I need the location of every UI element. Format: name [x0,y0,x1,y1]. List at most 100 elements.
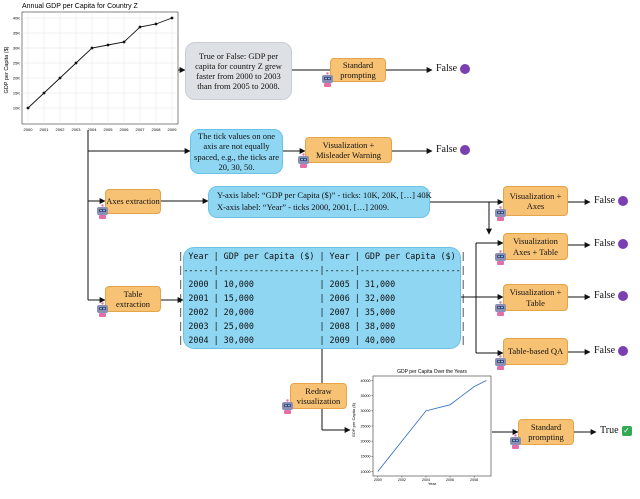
vis-axes-table-label: Visualization Axes + Table [512,236,559,257]
chart1-point [170,16,174,20]
table-extraction-box: Table extraction [105,286,161,312]
vis-axes-label: Visualization + Axes [509,190,562,211]
question-box: True or False: GDP per capita for countr… [185,42,292,100]
chart1-points [26,16,174,110]
chart2-y-tick-label: 20000 [361,439,371,443]
result-table-qa: False [594,345,629,356]
chart2-y-tick-label: 35000 [361,394,371,398]
chart2-title: GDP per Capita Over the Years [397,369,467,375]
chart1-point [74,61,78,65]
chart1-x-tick-label: 2005 [104,127,114,132]
chart2-y-ticks: 10000 15000 20000 25000 30000 35000 40000 [361,379,373,474]
chart1-y-tick-label: 40K [13,16,20,21]
robot-icon [298,153,309,168]
robot-icon [495,250,506,265]
chart1-series-line [27,17,173,109]
result-vis-table: False [594,290,629,301]
chart1-x-tick-label: 2004 [88,127,98,132]
chart1-x-tick-label: 2003 [72,127,82,132]
chart1-y-tick-label: 15K [13,91,20,96]
robot-icon [282,399,293,414]
chart2-plot-area [372,375,492,477]
chart1-y-tick-label: 20K [13,76,20,81]
question-text: True or False: GDP per capita for countr… [195,50,282,92]
chart2-series-line [377,380,487,472]
purple-devil-emoji-icon [460,144,471,155]
misleader-warning-box: The tick values on one axis are not equa… [190,129,283,174]
chart1-x-tick-label: 2007 [136,127,146,132]
vis-table-box: Visualization + Table [503,284,568,311]
chart1-x-tick-label: 2000 [24,127,34,132]
chart1-point [26,106,30,110]
standard-prompting2-box: Standard prompting [518,419,574,445]
chart1-point [138,25,142,29]
connectors [87,67,597,435]
vis-axes-box: Visualization + Axes [503,186,568,216]
purple-devil-emoji-icon [618,345,629,356]
axes-extraction-label: Axes extraction [106,196,160,207]
vis-misleader-label: Visualization + Misleader Warning [315,139,382,160]
chart1-y-tick-label: 25K [13,61,20,66]
chart2-x-tick-label: 2008 [470,478,478,482]
chart1-title: Annual GDP per Capita for Country Z [22,3,139,10]
chart1-point [106,43,110,47]
result-vis-axes-table: False [594,238,629,249]
vis-table-label: Visualization + Table [509,287,562,308]
chart2-y-tick-label: 10000 [361,470,371,474]
chart1-x-ticks: 2000 2001 2002 2003 2004 2005 2006 2007 2008 2009 [24,127,178,132]
chart1-plot-area [21,11,179,125]
extracted-table: | Year | GDP per Capita ($) | Year | GDP… [178,251,466,345]
redraw-box: Redraw visualization [290,383,347,409]
result-vis-axes: False [594,195,629,206]
result-standard: False [436,63,471,74]
chart2-y-tick-label: 25000 [361,424,371,428]
chart1-point [122,40,126,44]
chart1-point [42,91,46,95]
chart1-x-tick-label: 2009 [168,127,178,132]
chart2-x-tick-label: 2000 [374,478,382,482]
chart1-y-tick-label: 30K [13,46,20,51]
robot-icon [510,434,521,449]
axes-text-line2: X-axis label: “Year” - ticks 2000, 2001,… [217,202,390,213]
vis-axes-table-box: Visualization Axes + Table [503,233,568,260]
robot-icon [322,72,333,87]
chart1-point [154,22,158,26]
table-qa-box: Table-based QA [503,338,568,365]
chart2-x-tick-label: 2006 [446,478,454,482]
chart2-x-ticks: 2000 2002 2004 2006 2008 [374,476,478,482]
chart1-x-tick-label: 2002 [56,127,66,132]
table-box: | Year | GDP per Capita ($) | Year | GDP… [178,247,466,349]
purple-devil-emoji-icon [618,238,629,249]
redraw-label: Redraw visualization [296,385,341,406]
chart1: Annual GDP per Capita for Country Z GDP … [4,3,179,132]
chart1-y-tick-label: 10K [13,106,20,111]
table-extraction-label: Table extraction [116,288,150,309]
standard-prompting-label: Standard prompting [340,59,376,80]
robot-icon [97,302,108,317]
axes-text-line1: Y-axis label: “GDP per Capita ($)” - tic… [217,190,432,200]
axes-text-box: Y-axis label: “GDP per Capita ($)” - tic… [208,186,432,218]
green-check-icon: ✓ [621,425,632,436]
purple-devil-emoji-icon [618,290,629,301]
chart2-y-tick-label: 15000 [361,455,371,459]
purple-devil-emoji-icon [460,63,471,74]
chart2: GDP per Capita Over the Years GDP per Ca… [351,369,492,486]
chart1-x-tick-label: 2008 [152,127,162,132]
chart2-y-tick-label: 30000 [361,409,371,413]
chart2-ylabel: GDP per Capita ($) [351,402,356,437]
chart1-x-tick-label: 2006 [120,127,130,132]
robot-icon [495,301,506,316]
standard-prompting-box: Standard prompting [330,58,386,82]
chart2-x-tick-label: 2004 [422,478,430,482]
chart1-x-tick-label: 2001 [40,127,50,132]
result-redraw: True✓ [600,425,632,436]
axes-extraction-box: Axes extraction [105,189,161,214]
chart2-y-tick-label: 40000 [361,379,371,383]
robot-icon [97,204,108,219]
result-misleader: False [436,144,471,155]
chart2-x-tick-label: 2002 [398,478,406,482]
chart1-gridlines [22,12,178,124]
chart1-point [90,46,94,50]
